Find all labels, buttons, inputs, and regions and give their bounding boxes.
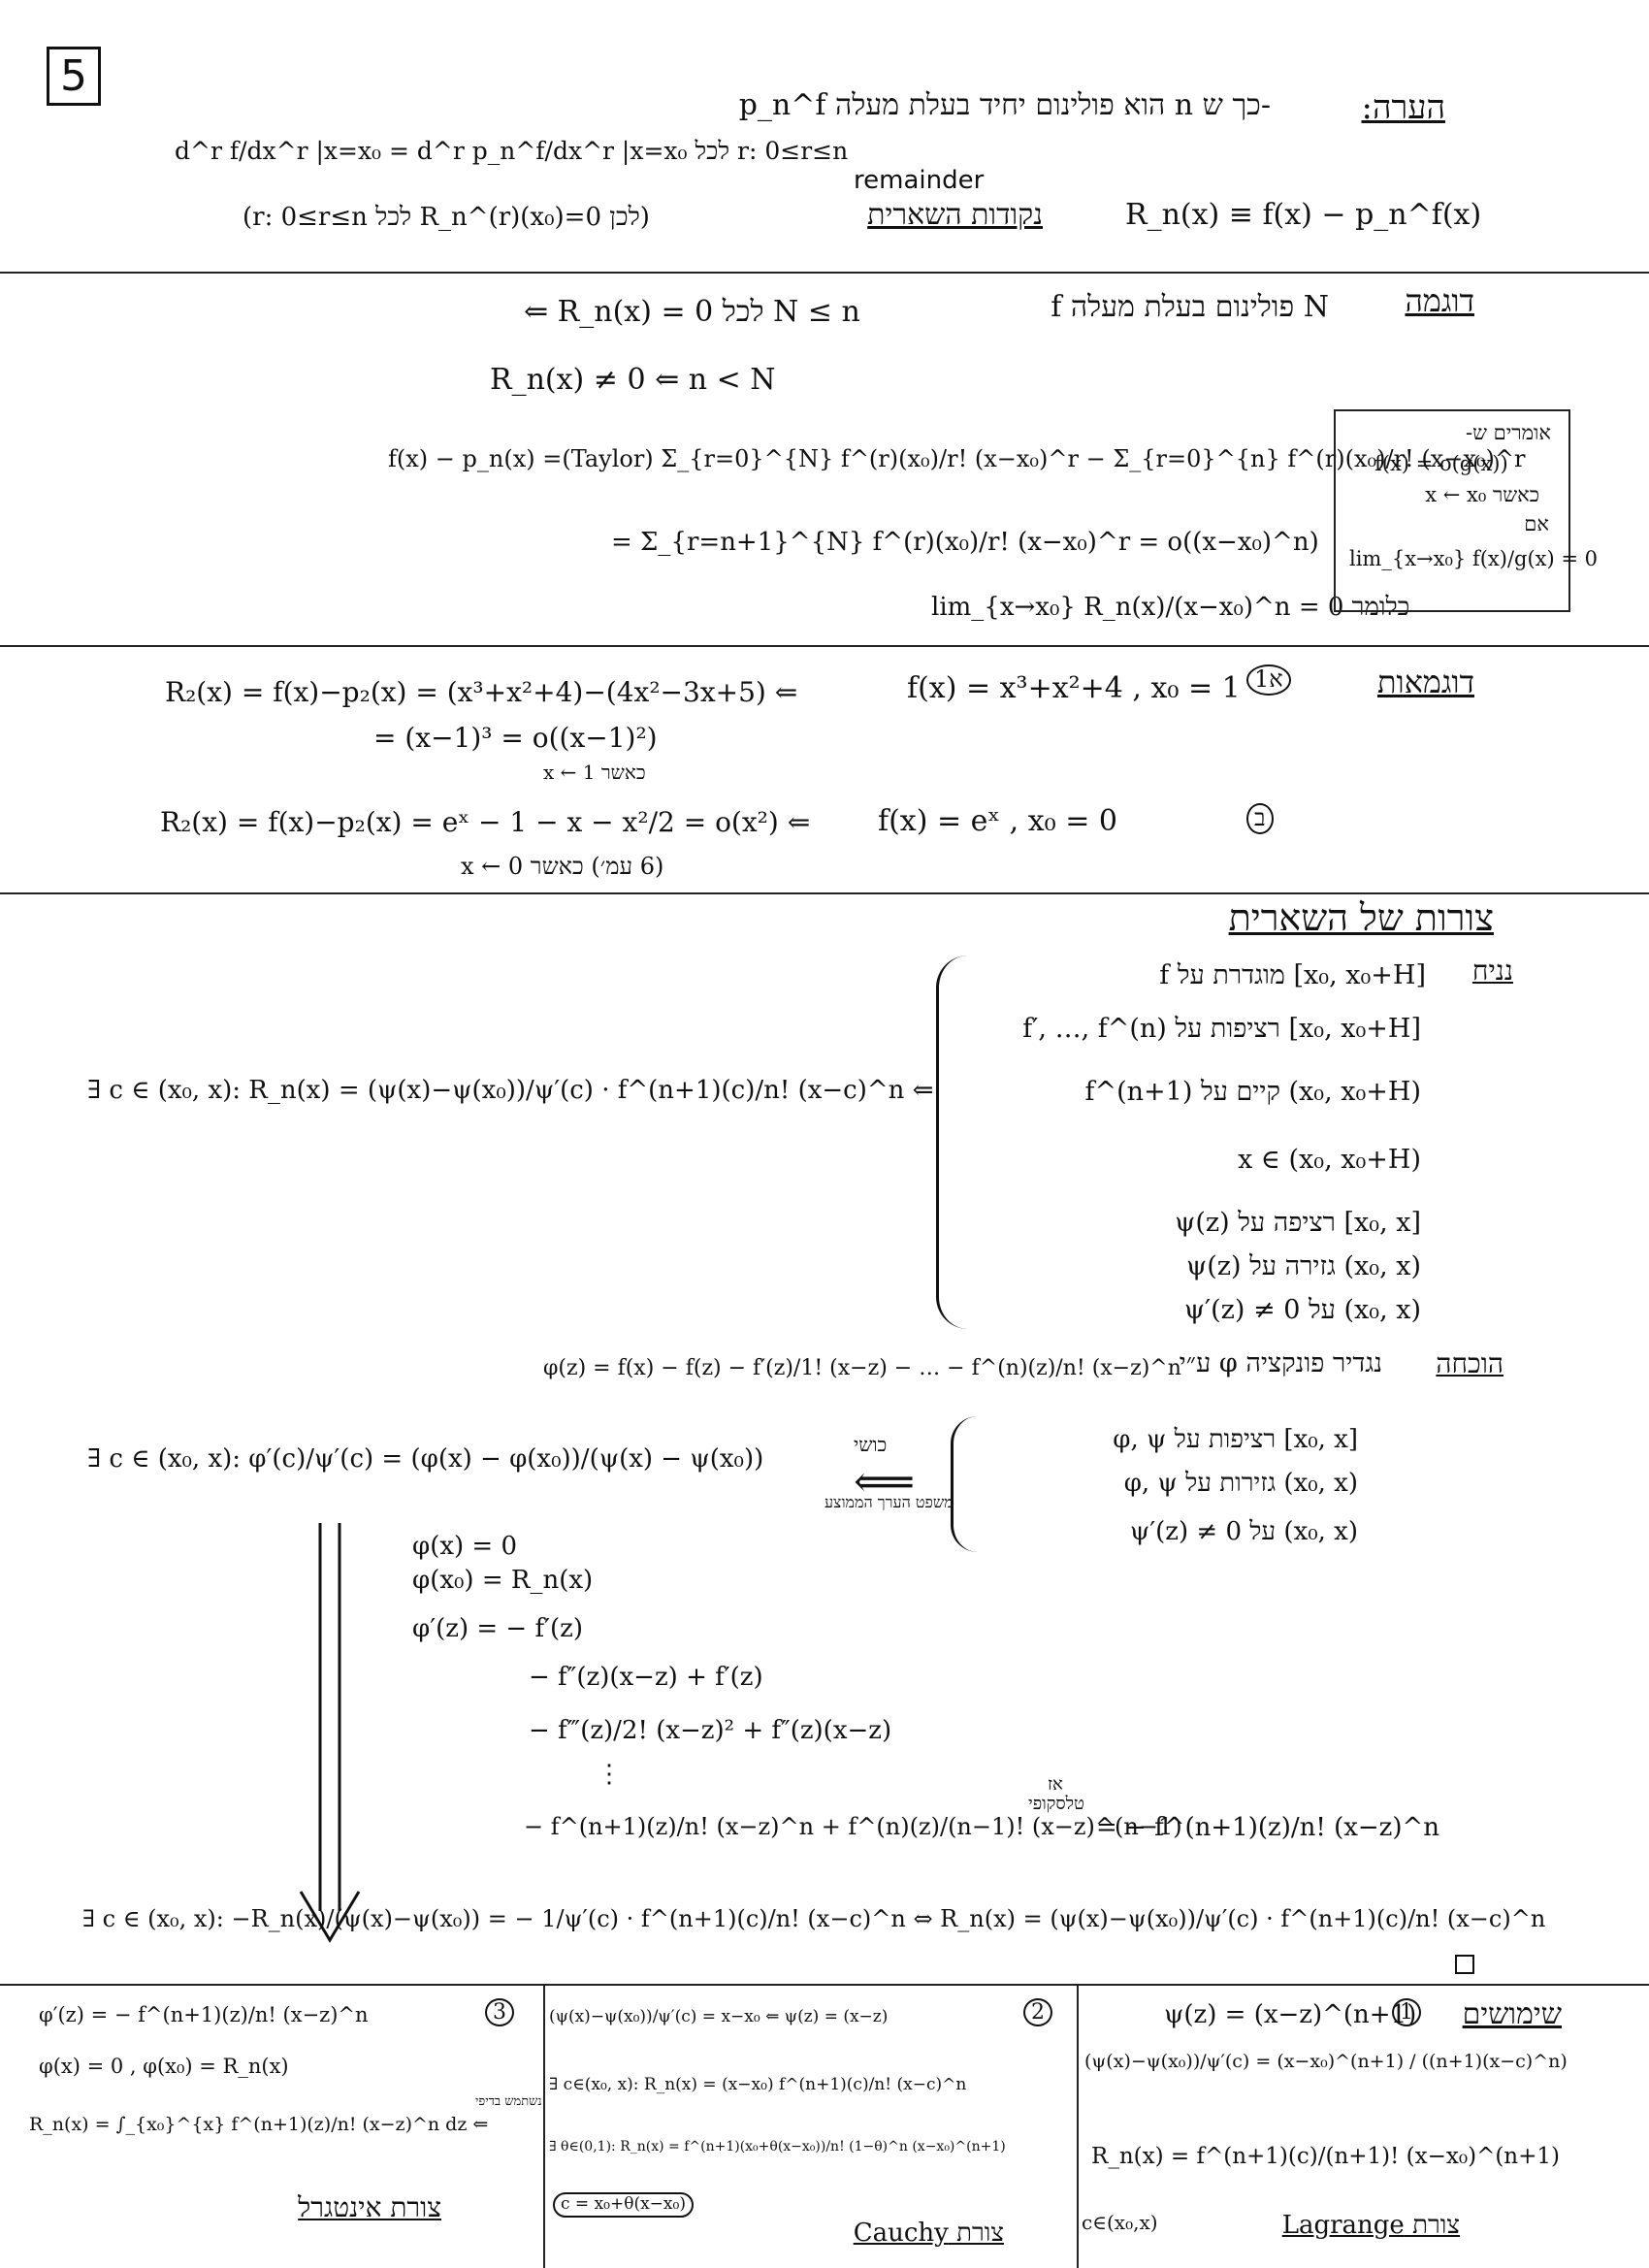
box-line: כאשר x ← x₀ (1425, 483, 1539, 506)
condition-item: f^(n+1) קיים על (x₀, x₀+H) (1084, 1077, 1421, 1107)
remainder-word: remainder (854, 166, 985, 195)
box-line: אם (1524, 512, 1549, 535)
proof-intro: נגדיר פונקציה φ ע״י (1179, 1348, 1382, 1378)
page-number: 5 (47, 47, 101, 106)
condition-item: x ∈ (x₀, x₀+H) (1238, 1145, 1421, 1175)
lagrange-result: R_n(x) = f^(n+1)(c)/(n+1)! (x−x₀)^(n+1) (1091, 2144, 1560, 2169)
example2-note: (6 עמ׳) כאשר x ← 0 (461, 853, 664, 880)
condition-item: f מוגדרת על [x₀, x₀+H] (1159, 960, 1426, 990)
use-3-label: 3 (485, 1998, 514, 2027)
condition-item: ψ(z) גזירה על (x₀, x) (1186, 1251, 1421, 1281)
remainder-label: נקודות השארית (867, 198, 1043, 232)
use-1-label: 1 (1392, 1998, 1421, 2027)
integral-note: נשתמש בדיפי (475, 2094, 542, 2109)
conditions-brace (936, 956, 968, 1329)
box-line: אומרים ש- (1466, 421, 1551, 444)
cauchy-condition: ψ′(z) ≠ 0 על (x₀, x) (1129, 1517, 1358, 1546)
proof-title: הוכחה (1436, 1347, 1504, 1379)
example1-math2: = (x−1)³ = o((x−1)²) (373, 722, 658, 754)
note-title: הערה: (1361, 88, 1445, 127)
phi-prime-result: = − f^(n+1)(z)/n! (x−z)^n (1096, 1813, 1440, 1842)
cauchy-form: צורת Cauchy (853, 2219, 1004, 2248)
lagrange-psi: ψ(z) = (x−z)^(n+1) (1164, 2000, 1417, 2029)
examples-title: דוגמאות (1376, 664, 1474, 700)
example1-math: R₂(x) = f(x)−p₂(x) = (x³+x²+4)−(4x²−3x+5… (165, 676, 798, 708)
condition-item: ψ′(z) ≠ 0 על (x₀, x) (1183, 1295, 1421, 1325)
example-line4-math: = Σ_{r=n+1}^{N} f^(r)(x₀)/r! (x−x₀)^r = … (611, 528, 1319, 557)
divider (0, 645, 1649, 647)
qed-square-icon (1455, 1955, 1474, 1974)
phi-prime-line: − f″(z)(x−z) + f′(z) (529, 1663, 763, 1692)
divider (0, 1984, 1649, 1986)
lagrange-c: c∈(x₀,x) (1082, 2211, 1158, 2234)
phi-prime-line: − f‴(z)/2! (x−z)² + f″(z)(x−z) (529, 1716, 892, 1745)
note-text: p_n^f הוא פולינום יחיד בעלת מעלה n כך ש- (738, 88, 1271, 122)
column-divider (1077, 1984, 1079, 2268)
example1-label: 1א (1246, 664, 1291, 696)
telescope-pre: אז (1048, 1774, 1063, 1795)
divider (0, 892, 1649, 894)
cauchy-c: c = x₀+θ(x−x₀) (553, 2192, 694, 2218)
divider (0, 272, 1649, 274)
cauchy-psi: (ψ(x)−ψ(x₀))/ψ′(c) = x−x₀ ⇐ ψ(z) = (x−z) (549, 2007, 889, 2026)
example-line5-math: כלומר lim_{x→x₀} R_n(x)/(x−x₀)^n = 0 (931, 593, 1410, 622)
double-down-arrow-icon (299, 1523, 361, 1943)
integral-line1: φ′(z) = − f^(n+1)(z)/n! (x−z)^n (39, 2003, 369, 2026)
condition-item: f′, …, f^(n) רציפות על [x₀, x₀+H] (1022, 1014, 1421, 1044)
phi-prime-line: φ′(z) = − f′(z) (412, 1614, 583, 1643)
telescope-label: טלסקופי (1028, 1794, 1084, 1814)
uses-title: שימושים (1462, 1997, 1562, 2031)
conditions-title: נניח (1471, 955, 1513, 987)
lagrange-ratio: (ψ(x)−ψ(x₀))/ψ′(c) = (x−x₀)^(n+1) / ((n+… (1084, 2051, 1568, 2072)
cauchy-condition: φ, ψ גזירות על (x₀, x) (1123, 1469, 1358, 1498)
condition-item: ψ(z) רציפה על [x₀, x] (1175, 1208, 1421, 1238)
final-step: ∃ c ∈ (x₀, x): −R_n(x)/(ψ(x)−ψ(x₀)) = − … (82, 1905, 1546, 1932)
proof-phi-definition: φ(z) = f(x) − f(z) − f′(z)/1! (x−z) − … … (543, 1356, 1181, 1380)
phi-prime-dots: ⋮ (597, 1760, 622, 1789)
phi-prime-line: − f^(n+1)(z)/n! (x−z)^n + f^(n)(z)/(n−1)… (524, 1813, 1182, 1840)
left-arrow-icon: ⟸ (854, 1457, 916, 1507)
box-line: lim_{x→x₀} f(x)/g(x) = 0 (1349, 547, 1598, 570)
integral-line2: φ(x) = 0 , φ(x₀) = R_n(x) (39, 2055, 289, 2078)
lagrange-form: צורת Lagrange (1281, 2211, 1460, 2240)
column-divider (543, 1984, 545, 2268)
remainder-form-result: ∃ c ∈ (x₀, x): R_n(x) = (ψ(x)−ψ(x₀))/ψ′(… (87, 1076, 934, 1105)
example2-label: ב (1246, 803, 1274, 834)
cauchy-condition: φ, ψ רציפות על [x₀, x] (1113, 1425, 1358, 1454)
remainder-forms-title: צורות של השארית (1228, 896, 1494, 939)
integral-line3: R_n(x) = ∫_{x₀}^{x} f^(n+1)(z)/n! (x−z)^… (29, 2114, 489, 2135)
cauchy-label: כושי (854, 1433, 888, 1456)
example-title: דוגמה (1405, 282, 1474, 319)
example-line1-text: f פולינום בעלת מעלה N (1051, 290, 1329, 324)
example1-given: f(x) = x³+x²+4 , x₀ = 1 (907, 671, 1241, 705)
box-line: f(x) = o(g(x)) (1374, 452, 1508, 475)
definition-box: אומרים ש- f(x) = o(g(x)) כאשר x ← x₀ אם … (1334, 409, 1598, 612)
cauchy-brace (951, 1416, 978, 1552)
example2-math: R₂(x) = f(x)−p₂(x) = eˣ − 1 − x − x²/2 =… (160, 806, 811, 838)
example-line2-math: R_n(x) ≠ 0 ⇐ n < N (490, 363, 776, 397)
example1-note: כאשר x ← 1 (543, 761, 646, 784)
cauchy-step: ∃ c ∈ (x₀, x): φ′(c)/ψ′(c) = (φ(x) − φ(x… (87, 1444, 764, 1474)
use-2-label: 2 (1023, 1998, 1052, 2027)
integral-form: צורת אינטגרל (298, 2191, 441, 2223)
note-condition: d^r f/dx^r |x=x₀ = d^r p_n^f/dx^r |x=x₀ … (175, 137, 849, 165)
remainder-condition: (לכן R_n^(r)(x₀)=0 לכל r: 0≤r≤n) (242, 203, 650, 232)
phi-at-x: φ(x) = 0 (412, 1532, 518, 1561)
phi-at-x0: φ(x₀) = R_n(x) (412, 1566, 594, 1595)
example-line1-math: ⇐ R_n(x) = 0 לכל N ≤ n (524, 295, 860, 329)
cauchy-line2: ∃ c∈(x₀, x): R_n(x) = (x−x₀) f^(n+1)(c)/… (549, 2075, 967, 2094)
example-line3-math: f(x) − p_n(x) =(Taylor) Σ_{r=0}^{N} f^(r… (388, 445, 1526, 472)
example2-given: f(x) = eˣ , x₀ = 0 (878, 804, 1117, 838)
cauchy-line3: ∃ θ∈(0,1): R_n(x) = f^(n+1)(x₀+θ(x−x₀))/… (549, 2139, 1006, 2155)
cauchy-sublabel: משפט הערך הממוצע (824, 1493, 954, 1511)
remainder-definition: R_n(x) ≡ f(x) − p_n^f(x) (1125, 198, 1482, 232)
